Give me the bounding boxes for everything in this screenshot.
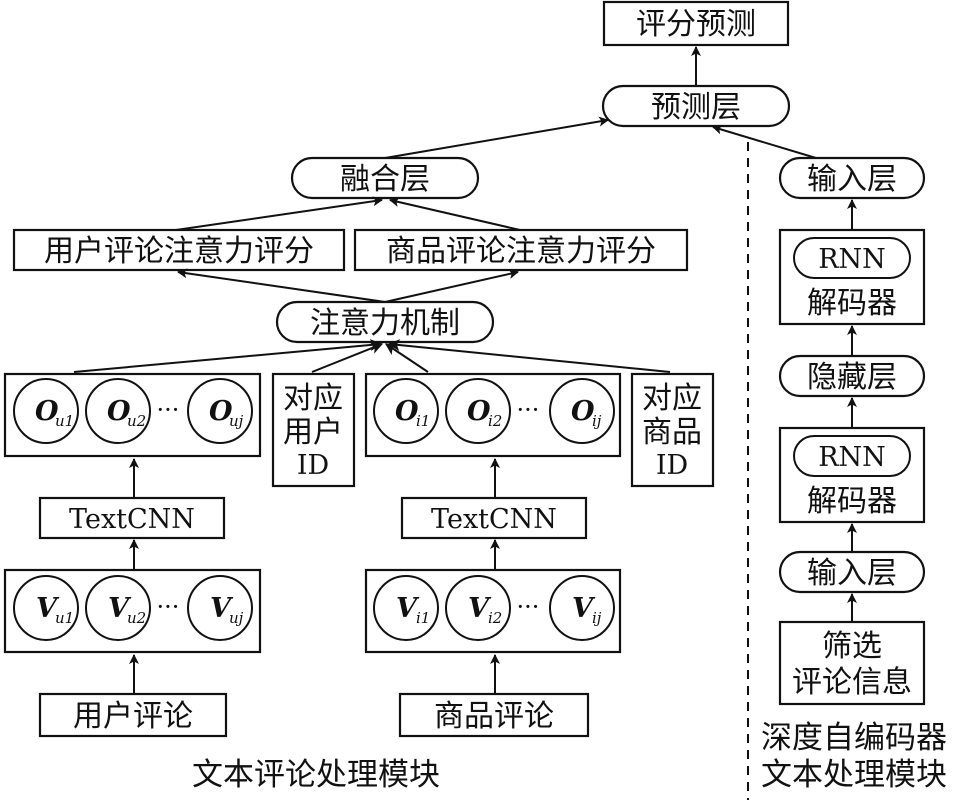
right-module-title-line1: 深度自编码器 [761, 720, 947, 756]
user-v-node-j: V uj [187, 575, 253, 641]
item-o-node-j: O ij [549, 378, 615, 444]
item-textcnn-label: TextCNN [431, 504, 557, 535]
svg-text:u2: u2 [127, 412, 146, 430]
left-module-title: 文本评论处理模块 [192, 757, 440, 793]
item-attention-score-box: 商品评论注意力评分 [353, 228, 689, 272]
user-v-node-2: V u2 [85, 575, 151, 641]
item-v-node-j: V ij [549, 575, 615, 641]
user-o-ellipsis: ··· [157, 396, 180, 424]
autoencoder-input-top-box: 输入层 [778, 156, 926, 200]
svg-text:ID: ID [297, 450, 329, 481]
svg-text:输入层: 输入层 [807, 556, 897, 591]
prediction-layer-box: 预测层 [601, 84, 791, 128]
svg-text:V: V [36, 593, 60, 624]
user-o-vector-box: O u1 O u2 ··· O uj [3, 372, 262, 458]
user-attention-score-label: 用户评论注意力评分 [44, 234, 314, 269]
svg-text:ij: ij [592, 609, 602, 627]
attention-mechanism-box: 注意力机制 [275, 300, 495, 344]
svg-text:O: O [395, 396, 419, 427]
svg-text:RNN: RNN [818, 442, 886, 473]
svg-text:V: V [108, 593, 132, 624]
svg-text:ij: ij [592, 412, 602, 430]
autoencoder-filter-box: 筛选 评论信息 [778, 620, 926, 706]
fusion-layer-box: 融合层 [290, 156, 480, 200]
right-module-title-line2: 文本处理模块 [761, 757, 947, 793]
item-o-ellipsis: ··· [517, 396, 540, 424]
svg-text:O: O [209, 396, 233, 427]
user-o-node-1: O u1 [13, 378, 79, 444]
arrow-mechanism-to-user-score [177, 268, 386, 303]
user-v-ellipsis: ··· [157, 593, 180, 621]
rating-prediction-box: 评分预测 [602, 0, 790, 47]
item-v-ellipsis: ··· [517, 593, 540, 621]
user-textcnn-label: TextCNN [69, 504, 195, 535]
svg-text:i1: i1 [416, 412, 430, 430]
svg-text:对应: 对应 [642, 381, 702, 416]
svg-text:V: V [468, 593, 492, 624]
svg-text:输入层: 输入层 [807, 162, 897, 197]
item-v-vector-box: V i1 V i2 ··· V ij [364, 568, 622, 654]
arrow-autoencoder-to-prediction [712, 124, 817, 159]
item-v-node-1: V i1 [373, 575, 439, 641]
svg-text:V: V [396, 593, 420, 624]
user-attention-score-box: 用户评论注意力评分 [12, 228, 346, 272]
svg-text:筛选: 筛选 [822, 629, 882, 664]
item-reviews-label: 商品评论 [434, 699, 554, 734]
item-o-node-1: O i1 [373, 378, 439, 444]
item-o-vector-box: O i1 O i2 ··· O ij [364, 372, 622, 458]
item-id-box: 对应 商品 ID [630, 372, 715, 488]
user-id-box: 对应 用户 ID [271, 372, 356, 488]
item-textcnn-box: TextCNN [400, 496, 588, 540]
item-v-node-2: V i2 [445, 575, 511, 641]
user-reviews-label: 用户评论 [73, 699, 193, 734]
rating-prediction-label: 评分预测 [636, 7, 756, 42]
svg-text:O: O [107, 396, 131, 427]
arrow-fusion-to-prediction [384, 116, 609, 159]
svg-text:用户: 用户 [283, 415, 343, 450]
user-o-node-2: O u2 [85, 378, 151, 444]
svg-text:评论信息: 评论信息 [792, 665, 912, 700]
user-v-vector-box: V u1 V u2 ··· V uj [3, 568, 262, 654]
user-o-node-j: O uj [187, 378, 253, 444]
arrow-item-score-to-fusion [389, 197, 521, 231]
user-v-node-1: V u1 [13, 575, 79, 641]
svg-text:ID: ID [656, 450, 688, 481]
item-reviews-box: 商品评论 [398, 692, 590, 738]
autoencoder-hidden-layer-box: 隐藏层 [778, 354, 926, 398]
fusion-layer-label: 融合层 [340, 162, 430, 197]
svg-text:解码器: 解码器 [807, 286, 897, 321]
user-reviews-box: 用户评论 [38, 692, 228, 738]
svg-text:RNN: RNN [818, 244, 886, 275]
svg-text:i1: i1 [416, 609, 430, 627]
user-textcnn-box: TextCNN [38, 496, 226, 540]
svg-text:u2: u2 [127, 609, 146, 627]
prediction-layer-label: 预测层 [651, 90, 741, 125]
arrow-mechanism-to-item-score [384, 269, 519, 303]
attention-mechanism-label: 注意力机制 [310, 306, 460, 341]
svg-text:解码器: 解码器 [807, 484, 897, 519]
svg-text:V: V [572, 593, 596, 624]
svg-text:商品: 商品 [642, 415, 702, 450]
item-attention-score-label: 商品评论注意力评分 [386, 234, 656, 269]
svg-text:V: V [210, 593, 234, 624]
svg-text:uj: uj [229, 412, 244, 430]
svg-text:对应: 对应 [283, 381, 343, 416]
svg-text:O: O [467, 396, 491, 427]
svg-text:O: O [571, 396, 595, 427]
arrow-user-score-to-fusion [175, 196, 383, 231]
autoencoder-decoder-top-box: RNN 解码器 [778, 228, 926, 326]
autoencoder-decoder-bottom-box: RNN 解码器 [778, 426, 926, 524]
svg-text:u1: u1 [55, 609, 74, 627]
svg-text:uj: uj [229, 609, 244, 627]
svg-text:隐藏层: 隐藏层 [807, 360, 897, 395]
arrows-into-attention [73, 339, 671, 373]
autoencoder-input-bottom-box: 输入层 [778, 550, 926, 594]
svg-text:i2: i2 [488, 412, 502, 430]
svg-text:O: O [35, 396, 59, 427]
svg-text:u1: u1 [55, 412, 74, 430]
svg-text:i2: i2 [488, 609, 502, 627]
item-o-node-2: O i2 [445, 378, 511, 444]
